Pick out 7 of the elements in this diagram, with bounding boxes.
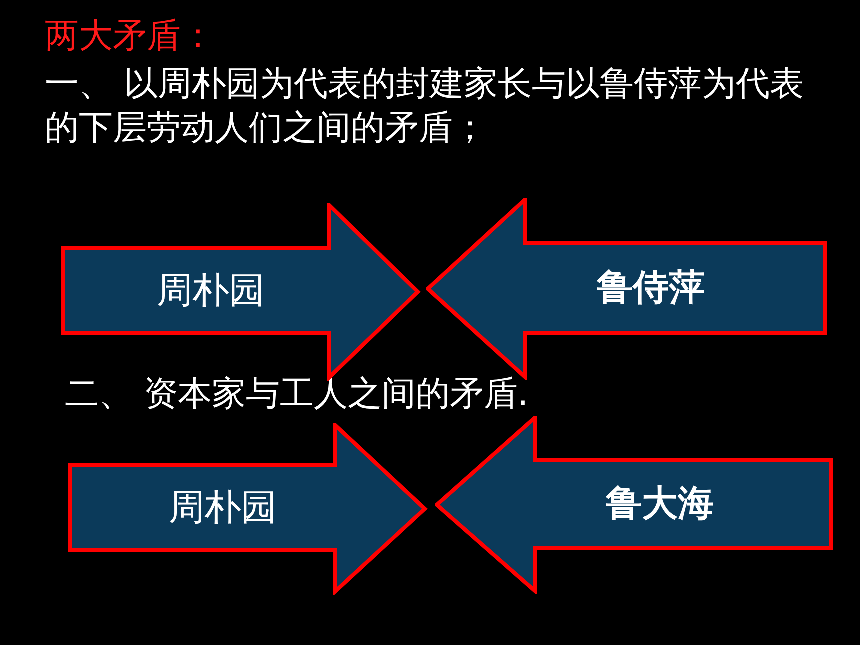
arrow-label: 鲁大海: [606, 482, 714, 526]
paragraph: 二、 资本家与工人之间的矛盾.: [65, 373, 530, 416]
slide-title: 两大矛盾：: [45, 15, 215, 58]
paragraph: 一、 以周朴园为代表的封建家长与以鲁侍萍为代表的下层劳动人们之间的矛盾；: [45, 63, 805, 150]
arrow-label: 周朴园: [169, 486, 277, 530]
arrow-label: 周朴园: [157, 269, 265, 313]
arrow-label: 鲁侍萍: [597, 266, 705, 310]
